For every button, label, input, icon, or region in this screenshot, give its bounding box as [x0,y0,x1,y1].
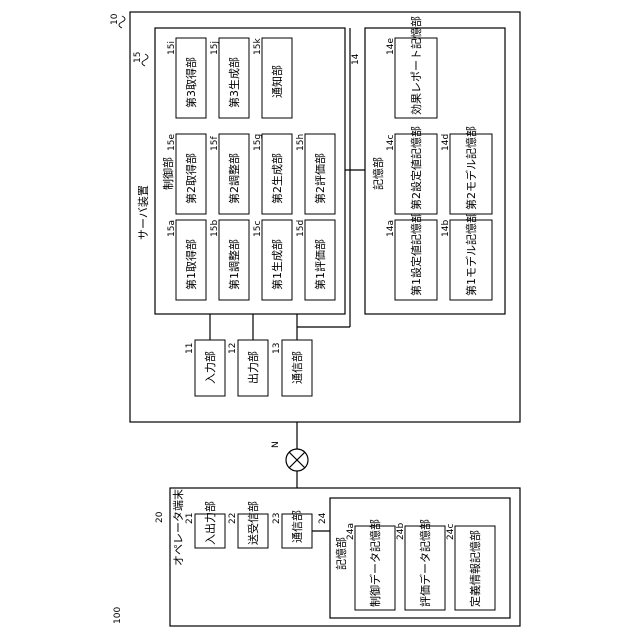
storage-unit-ref: 14 [351,53,361,65]
unit-15c-label: 第1生成部 [270,239,284,290]
control-unit-title: 制御部 [161,157,175,190]
io-unit-21-ref: 21 [185,513,195,524]
unit-24c-label: 定義情報記憶部 [468,530,482,607]
unit-15h-ref: 15h [296,134,306,151]
input-unit-ref: 11 [185,343,195,354]
terminal-comm-unit-label: 通信部 [290,510,304,543]
terminal-storage-ref: 24 [318,512,328,524]
unit-14c-ref: 14c [386,135,396,151]
terminal-comm-unit-ref: 23 [272,513,282,524]
server-comm-unit-label: 通信部 [290,351,304,384]
server-device-title: サーバ装置 [137,185,150,240]
unit-15d-label: 第1評価部 [313,239,327,290]
unit-14e-ref: 14e [386,38,396,55]
unit-24a-label: 制御データ記憶部 [368,519,382,607]
unit-15i-ref: 15i [167,41,177,55]
unit-14d-ref: 14d [441,134,451,151]
operator-terminal-title: オペレータ端末 [171,489,185,566]
control-unit-ref: 15 [133,52,143,63]
unit-15g-label: 第2生成部 [270,153,284,204]
unit-14b-label: 第1モデル記憶部 [464,212,478,296]
unit-15j-ref: 15j [210,41,220,55]
unit-14b-ref: 14b [441,220,451,237]
unit-14a-label: 第1設定値記憶部 [409,212,423,296]
unit-14e-label: 効果レポート記憶部 [409,16,423,115]
unit-14c-label: 第2設定値記憶部 [409,126,423,210]
unit-15g-ref: 15g [253,134,263,151]
io-unit-21-label: 入出力部 [203,501,217,545]
unit-15j-label: 第3生成部 [227,57,241,108]
unit-15d-ref: 15d [296,220,306,237]
unit-24c-ref: 24c [446,524,456,540]
unit-15b-ref: 15b [210,220,220,237]
storage-unit-title: 記憶部 [371,157,385,190]
figure-ref: 100 [113,607,123,624]
output-unit-label: 出力部 [246,351,260,384]
unit-15k-label: 通知部 [270,65,284,98]
server-device-ref: 10 [110,13,120,25]
terminal-storage-title: 記憶部 [334,537,348,570]
unit-15b-label: 第1調整部 [227,239,241,290]
unit-15f-ref: 15f [210,136,220,151]
unit-14a-ref: 14a [386,220,396,237]
unit-15i-label: 第3取得部 [184,57,198,108]
transceiver-unit-label: 送受信部 [246,501,260,545]
input-unit-label: 入力部 [203,351,217,384]
unit-15a-label: 第1取得部 [184,239,198,290]
unit-14d-label: 第2モデル記憶部 [464,126,478,210]
unit-15k-ref: 15k [253,38,263,55]
unit-15e-label: 第2取得部 [184,153,198,204]
output-unit-ref: 12 [228,343,238,354]
unit-15f-label: 第2調整部 [227,153,241,204]
unit-15c-ref: 15c [253,221,263,237]
server-comm-unit-ref: 13 [272,343,282,354]
transceiver-unit-ref: 22 [228,513,238,524]
unit-15a-ref: 15a [167,220,177,237]
operator-terminal-ref: 20 [155,511,165,523]
unit-24b-label: 評価データ記憶部 [418,519,432,607]
unit-15e-ref: 15e [167,134,177,151]
unit-15h-label: 第2評価部 [313,153,327,204]
unit-24b-ref: 24b [396,523,406,540]
network-ref: N [271,441,281,448]
unit-24a-ref: 24a [346,523,356,540]
